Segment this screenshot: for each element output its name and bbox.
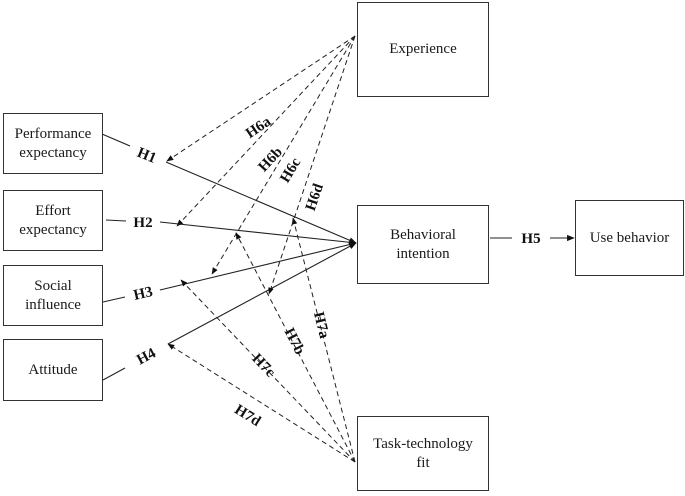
node-social-influence: Social influence (3, 265, 103, 326)
node-effort-expectancy: Effort expectancy (3, 190, 103, 251)
label-h5: H5 (521, 231, 540, 247)
edge-h2-segment-a (105, 219, 127, 222)
edge-h6b (176, 35, 356, 227)
label-h6d: H6d (303, 181, 327, 213)
label-h2: H2 (133, 215, 152, 231)
node-experience: Experience (357, 2, 489, 97)
node-attitude: Attitude (3, 339, 103, 401)
label-h7d: H7d (232, 402, 264, 430)
edge-h7d (167, 343, 356, 463)
node-performance-expectancy: Performance expectancy (3, 113, 103, 174)
node-task-technology-fit-label: Task-technology fit (373, 435, 473, 471)
node-attitude-label: Attitude (28, 361, 78, 378)
edge-h6d (268, 35, 356, 295)
edge-h4 (167, 242, 357, 345)
node-use-behavior: Use behavior (575, 200, 684, 276)
node-effort-expectancy-label: Effort expectancy (19, 202, 87, 238)
node-behavioral-intention: Behavioral intention (357, 205, 489, 284)
edge-h1-segment-a (101, 133, 131, 147)
node-social-influence-label: Social influence (25, 277, 81, 313)
edge-h6a (166, 35, 356, 162)
edge-h3 (159, 241, 357, 291)
label-h3: H3 (132, 284, 154, 304)
label-h4: H4 (134, 345, 159, 368)
node-behavioral-intention-label: Behavioral intention (390, 226, 456, 262)
node-use-behavior-label: Use behavior (589, 229, 670, 246)
label-h7a: H7a (310, 310, 332, 340)
node-performance-expectancy-label: Performance expectancy (14, 125, 92, 161)
edge-h1 (165, 161, 357, 244)
label-h6a: H6a (243, 113, 274, 141)
node-task-technology-fit: Task-technology fit (357, 416, 489, 491)
edge-h4-segment-a (102, 367, 126, 381)
edge-h2 (159, 221, 357, 246)
label-h1: H1 (135, 145, 159, 167)
edge-h3-segment-a (102, 296, 126, 303)
label-h7b: H7b (281, 326, 308, 358)
node-experience-label: Experience (389, 41, 457, 58)
edge-h7b (235, 232, 356, 463)
